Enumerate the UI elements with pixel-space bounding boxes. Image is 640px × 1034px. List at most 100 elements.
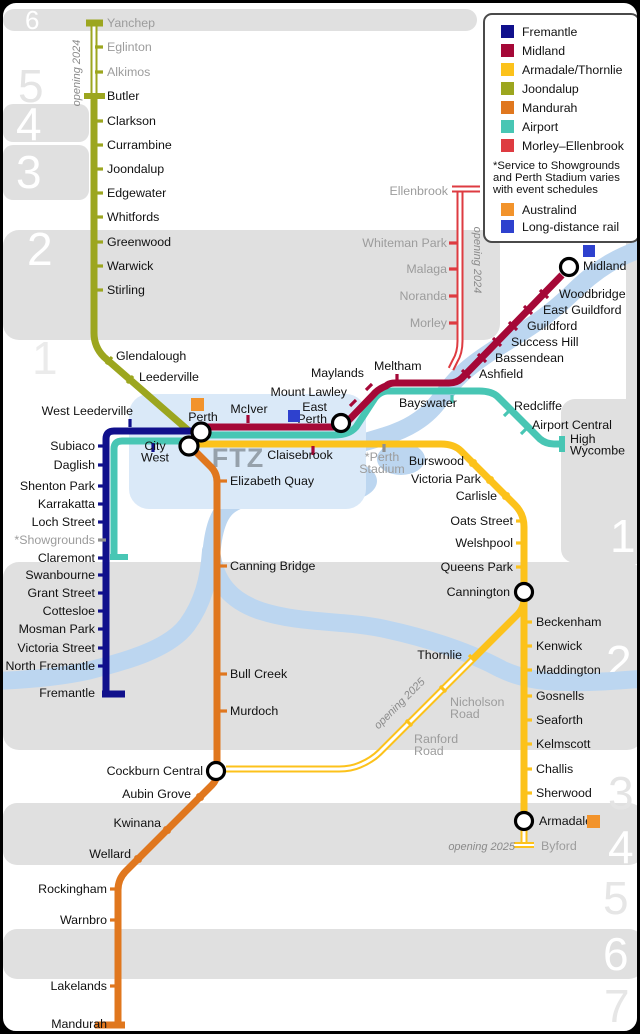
- ftz-label: FTZ: [212, 443, 264, 473]
- zone-number-1: 1: [610, 510, 636, 562]
- station-tick-kwinana: [162, 825, 172, 835]
- zone-number-4: 4: [16, 98, 42, 150]
- station-label-beckenham: Beckenham: [536, 615, 601, 629]
- legend-item-label: Morley–Ellenbrook: [522, 138, 624, 153]
- long-distance-rail-swatch: [501, 220, 514, 234]
- zone-number-3: 3: [16, 146, 42, 198]
- station-label-morley: Morley: [410, 316, 448, 330]
- midland-swatch: [501, 44, 514, 57]
- station-label-malaga: Malaga: [406, 262, 447, 276]
- station-tick-bassendean: [476, 352, 488, 364]
- swan-river-wide: [377, 443, 425, 475]
- station-label-yanchep: Yanchep: [107, 16, 155, 30]
- station-label-bassendean: Bassendean: [495, 351, 564, 365]
- station-label-grant-street: Grant Street: [28, 586, 96, 600]
- legend-item-label: Fremantle: [522, 24, 578, 39]
- joondalup-swatch: [501, 82, 514, 95]
- interchange-perth-lower: [178, 435, 200, 457]
- station-tick-woodbridge: [538, 288, 550, 300]
- station-tick-airport-central: [519, 426, 529, 436]
- station-label-joondalup: Joondalup: [107, 162, 164, 176]
- legend-note-line: *Service to Showgrounds: [493, 160, 620, 172]
- legend-note-line: and Perth Stadium varies: [493, 171, 620, 184]
- opening-note: opening 2025: [448, 841, 516, 853]
- station-label-whiteman-park: Whiteman Park: [362, 236, 448, 250]
- station-tick-aubin-grove: [195, 792, 205, 802]
- australind-armadale-square: [587, 815, 600, 828]
- interchange-perth-upper: [190, 421, 212, 443]
- fremantle-swatch: [501, 25, 514, 38]
- station-tick-victoria-park: [485, 475, 495, 485]
- station-label-claremont: Claremont: [38, 551, 96, 565]
- station-tick-redcliffe: [502, 408, 512, 418]
- long-distance-east-perth-square: [288, 410, 300, 422]
- station-label-maylands: Maylands: [311, 366, 364, 380]
- station-label-ranford-road: Road: [414, 744, 444, 758]
- station-tick-burswood: [468, 458, 478, 468]
- legend-item-armadale-thornlie: Armadale/Thornlie: [493, 60, 632, 79]
- swan-river: [202, 542, 637, 692]
- station-label-glendalough: Glendalough: [116, 349, 186, 363]
- station-label-kenwick: Kenwick: [536, 639, 583, 653]
- legend-item-label: Mandurah: [522, 100, 578, 115]
- station-label-maddington: Maddington: [536, 663, 601, 677]
- station-tick-wellard: [133, 854, 143, 864]
- legend-item-joondalup: Joondalup: [493, 79, 632, 98]
- swan-river: [3, 542, 220, 690]
- station-label-nicholson-road: Nicholson: [450, 695, 505, 709]
- station-label-mount-lawley: Mount Lawley: [271, 385, 348, 399]
- legend-item-label: Long-distance rail: [522, 219, 620, 234]
- station-label-north-fremantle: North Fremantle: [5, 659, 95, 673]
- legend-item-label: Airport: [522, 119, 559, 134]
- station-label-butler: Butler: [107, 89, 139, 103]
- station-tick-leederville: [125, 374, 135, 385]
- station-label-sherwood: Sherwood: [536, 786, 592, 800]
- station-label-cockburn-central: Cockburn Central: [107, 764, 203, 778]
- station-tick-success-hill: [491, 336, 503, 348]
- station-label-aubin-grove: Aubin Grove: [122, 787, 191, 801]
- station-label-murdoch: Murdoch: [230, 704, 278, 718]
- station-label-challis: Challis: [536, 762, 573, 776]
- mandurah-swatch: [501, 101, 514, 114]
- zone-number-2: 2: [27, 223, 53, 275]
- interchange-cannington: [513, 581, 535, 603]
- station-label-kwinana: Kwinana: [113, 816, 161, 830]
- line-fremantle: [102, 427, 200, 694]
- station-label-thornlie: Thornlie: [417, 648, 462, 662]
- station-label-karrakatta: Karrakatta: [38, 497, 95, 511]
- station-label-redcliffe: Redcliffe: [514, 399, 562, 413]
- zone-number-3: 3: [608, 767, 634, 819]
- zone-band: [3, 562, 637, 750]
- station-label-guildford: Guildford: [527, 319, 577, 333]
- station-label-gosnells: Gosnells: [536, 689, 584, 703]
- station-label-swanbourne: Swanbourne: [25, 568, 95, 582]
- station-label-currambine: Currambine: [107, 138, 172, 152]
- zone-band: [3, 929, 637, 979]
- station-label-burswood: Burswood: [409, 454, 464, 468]
- zone-number-4: 4: [608, 821, 634, 873]
- station-label-bull-creek: Bull Creek: [230, 667, 288, 681]
- station-tick-ranford-road: [404, 718, 414, 728]
- australind-perth-square: [191, 398, 204, 411]
- zone-band: [3, 104, 89, 142]
- station-label-success-hill: Success Hill: [511, 335, 578, 349]
- legend-item-fremantle: Fremantle: [493, 22, 632, 41]
- zone-number-5: 5: [18, 60, 44, 112]
- station-label-canning-bridge: Canning Bridge: [230, 559, 316, 573]
- station-label-leederville: Leederville: [139, 370, 199, 384]
- legend-item-label: Armadale/Thornlie: [522, 62, 623, 77]
- station-label-midland: Midland: [583, 259, 627, 273]
- station-label-perth-stadium: *Perth: [365, 450, 400, 464]
- station-label-byford: Byford: [541, 839, 577, 853]
- station-label-victoria-park: Victoria Park: [411, 472, 482, 486]
- station-label-warnbro: Warnbro: [60, 913, 107, 927]
- interchange-cockburn-central: [205, 760, 227, 782]
- station-label-city-west: City: [144, 439, 166, 453]
- station-label-subiaco: Subiaco: [50, 439, 95, 453]
- zone-number-6: 6: [603, 928, 629, 980]
